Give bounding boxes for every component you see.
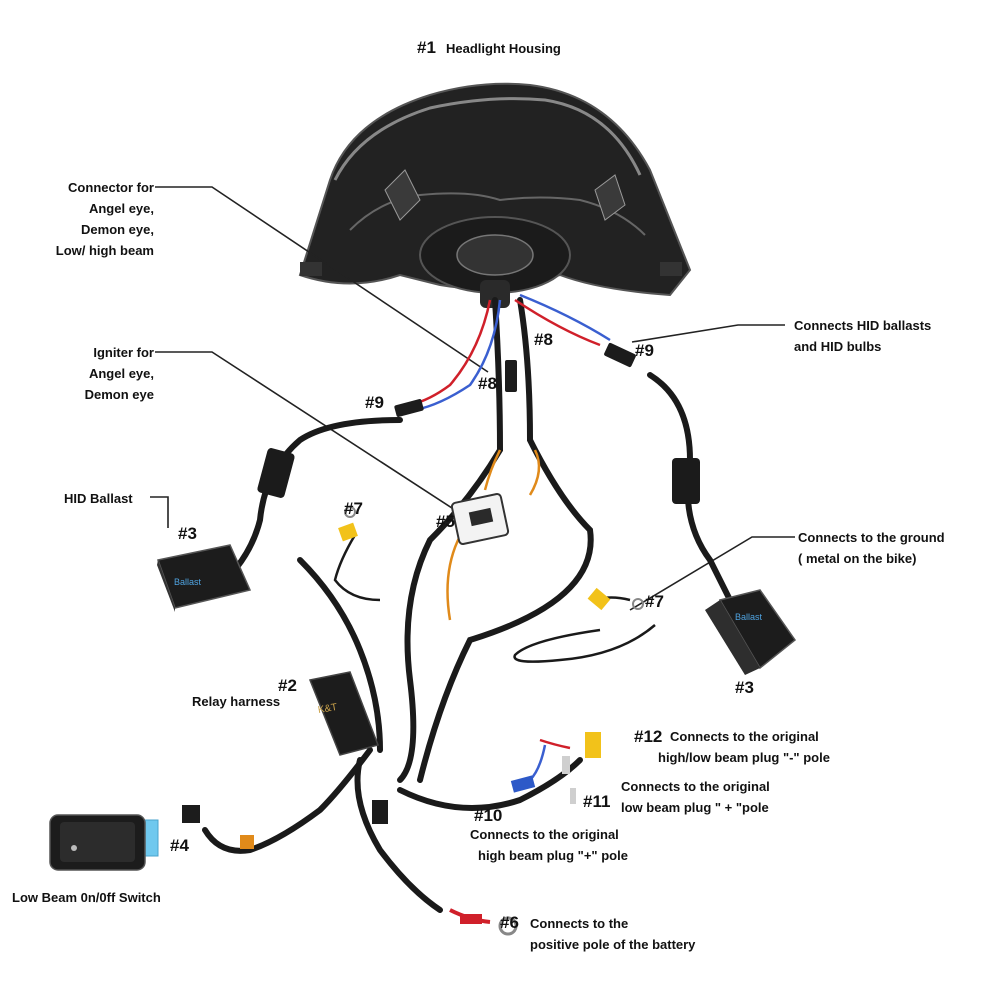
igniter-icon — [450, 493, 510, 545]
label-6-text: Connects to the positive pole of the bat… — [530, 913, 695, 955]
label-switch: Low Beam 0n/0ff Switch — [12, 890, 161, 905]
label-10-num: #10 — [474, 806, 503, 825]
boot-switch-orange — [240, 835, 254, 849]
label-3-left: #3 — [178, 524, 197, 543]
ground-line-2: ( metal on the bike) — [798, 551, 917, 566]
label-5: #5 — [436, 512, 455, 531]
connector-line-1: Connector for — [68, 180, 154, 195]
label-hid-ballast: HID Ballast — [64, 491, 133, 506]
label-igniter: Igniter for Angel eye, Demon eye — [10, 342, 154, 405]
harness-wires — [202, 297, 743, 913]
ballast-right: Ballast — [705, 589, 797, 675]
label-hid-connects: Connects HID ballasts and HID bulbs — [794, 315, 931, 357]
boot-10 — [510, 775, 536, 793]
connector-9-right — [604, 342, 636, 368]
inline-block-left — [257, 448, 295, 498]
connector-8 — [505, 360, 517, 392]
connectors — [182, 342, 644, 936]
boot-7-right — [587, 587, 611, 611]
connector-line-4: Low/ high beam — [55, 243, 154, 258]
label-connector: Connector for Angel eye, Demon eye, Low/… — [10, 177, 154, 261]
hid-connects-line-2: and HID bulbs — [794, 339, 882, 354]
inline-block-right — [672, 458, 700, 504]
switch-icon — [49, 814, 159, 871]
ballast-brand-right: Ballast — [735, 612, 763, 622]
connector-line-3: Demon eye, — [81, 222, 154, 237]
headlight-housing-icon — [298, 82, 692, 308]
igniter-line-2: Angel eye, — [88, 366, 154, 381]
ground-line-1: Connects to the ground — [798, 530, 945, 545]
boot-6 — [460, 914, 482, 924]
battery-line-1: Connects to the — [530, 916, 629, 931]
beam-minus-line-1: Connects to the original — [670, 729, 819, 744]
relay-icon: K&T — [308, 671, 379, 756]
label-2-num: #2 — [278, 676, 297, 695]
igniter-line-1: Igniter for — [93, 345, 154, 360]
ring-terminal-icon — [498, 916, 518, 936]
high-beam-line-1: Connects to the original — [470, 827, 619, 842]
leader-lines — [150, 186, 795, 611]
ballast-left: Ballast — [157, 544, 252, 612]
label-8-b: #8 — [478, 374, 497, 393]
high-beam-line-2: high beam plug "+" pole — [478, 848, 628, 863]
battery-line-2: positive pole of the battery — [530, 937, 696, 952]
boot-12 — [585, 732, 601, 758]
connector-line-2: Angel eye, — [88, 201, 154, 216]
boot-7-left — [338, 522, 358, 542]
plug-4 — [182, 805, 200, 823]
label-12-num: #12 — [634, 727, 663, 746]
colored-wires — [409, 293, 611, 924]
connector-9-left — [394, 399, 424, 417]
label-1-num: #1 — [417, 38, 436, 57]
hid-connects-line-1: Connects HID ballasts — [794, 318, 932, 333]
low-beam-line-1: Connects to the original — [621, 779, 770, 794]
label-2-text: Relay harness — [192, 694, 281, 709]
label-9-right: #9 — [635, 341, 654, 360]
label-11-num: #11 — [583, 792, 611, 811]
beam-minus-line-2: high/low beam plug "-" pole — [658, 750, 830, 765]
low-beam-line-2: low beam plug " + "pole — [621, 800, 769, 815]
label-8-a: #8 — [534, 330, 553, 349]
label-12-text: Connects to the original high/low beam p… — [658, 726, 830, 768]
label-3-right: #3 — [735, 678, 754, 697]
label-9-left: #9 — [365, 393, 384, 412]
igniter-line-3: Demon eye — [84, 387, 154, 402]
label-11-text: Connects to the original low beam plug "… — [621, 776, 770, 818]
fuse-holder — [372, 800, 388, 824]
label-ground: Connects to the ground ( metal on the bi… — [798, 527, 945, 569]
label-6-num: #6 — [500, 913, 519, 932]
label-7-right: #7 — [645, 592, 664, 611]
label-10-text: Connects to the original high beam plug … — [470, 824, 628, 866]
label-4: #4 — [170, 836, 189, 855]
relay-brand: K&T — [317, 702, 338, 716]
label-7-left: #7 — [344, 499, 363, 518]
ballast-brand-left: Ballast — [174, 577, 202, 587]
label-1-text: Headlight Housing — [446, 41, 561, 56]
